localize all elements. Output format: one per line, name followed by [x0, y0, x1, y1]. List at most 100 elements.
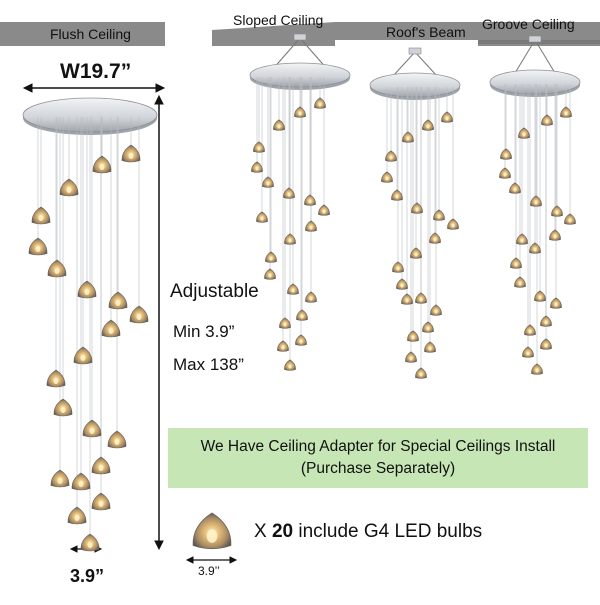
- adjustable-label: Adjustable: [170, 281, 259, 302]
- bulb-glow: [128, 153, 134, 159]
- bulb-glow: [87, 542, 93, 548]
- bulb-glow: [89, 428, 95, 434]
- bulb-glow: [99, 164, 105, 170]
- bulb-glow: [568, 218, 572, 223]
- sloped-ceiling-label: Sloped Ceiling: [233, 12, 324, 28]
- bulb-glow: [268, 273, 272, 278]
- bulb-glow: [80, 355, 86, 361]
- bulb-glow: [534, 200, 538, 205]
- bulb-glow: [66, 187, 72, 193]
- bulb-glow: [283, 322, 287, 327]
- bulb-glow: [504, 153, 508, 158]
- bulb-glow: [433, 237, 437, 242]
- ceiling-plate: [528, 35, 542, 43]
- bulb-glow: [385, 176, 389, 181]
- max-height-label: Max 138”: [173, 355, 244, 374]
- bulb-glow: [309, 225, 313, 230]
- bulb-detail-icon: [192, 512, 232, 550]
- bulb-glow: [544, 343, 548, 348]
- bulb-glow: [415, 207, 419, 212]
- bulb-glow: [553, 234, 557, 239]
- suspension-cable: [414, 51, 438, 77]
- bulb-glow: [84, 289, 90, 295]
- bulb-glow: [409, 356, 413, 361]
- bulb-glow: [291, 288, 295, 293]
- bulb-glow: [437, 214, 441, 219]
- bulb-glow: [564, 111, 568, 116]
- bulb-count-number: 20: [271, 521, 294, 542]
- bulb-glow: [514, 262, 518, 267]
- bulb-glow: [520, 238, 524, 243]
- bulb-glow: [396, 266, 400, 271]
- bulb-glow: [389, 155, 393, 160]
- ceiling-plate: [293, 33, 307, 41]
- bulb-glow: [554, 302, 558, 307]
- bulb-glow: [395, 194, 399, 199]
- bulb-glow: [260, 216, 264, 221]
- bulb-glow: [288, 364, 292, 369]
- bulb-glow: [426, 124, 430, 129]
- bulb-glow: [108, 328, 114, 334]
- bulb-glow: [60, 407, 66, 413]
- bulb-glow: [513, 187, 517, 192]
- bulb-count-prefix: X: [254, 521, 272, 542]
- bulb-glow: [255, 166, 259, 171]
- bulb-glow: [74, 515, 80, 521]
- bulb-glow: [400, 283, 404, 288]
- bulb-glow: [281, 345, 285, 350]
- ceiling-plate: [408, 47, 422, 55]
- canopy-width-label: W19.7”: [60, 60, 132, 83]
- bulb-glow: [405, 298, 409, 303]
- suspension-cable: [392, 51, 416, 77]
- suspension-cable: [514, 39, 536, 74]
- bulb-glow: [428, 346, 432, 351]
- bulb-glow: [434, 309, 438, 314]
- bulb-glow: [544, 320, 548, 325]
- bulb-glow: [533, 247, 537, 252]
- dimension-lines: [22, 83, 238, 564]
- bulb-glow: [445, 116, 449, 121]
- bulb-glow: [308, 199, 312, 204]
- bulb-glow: [555, 210, 559, 215]
- bulb-glow: [535, 368, 539, 373]
- bulb-glow: [287, 192, 291, 197]
- bulb-glow: [503, 172, 507, 177]
- bulb-glow: [419, 372, 423, 377]
- bulb-glow: [114, 439, 120, 445]
- bulb-glow: [299, 339, 303, 344]
- bulb-glow: [53, 378, 59, 384]
- bulb-glow: [269, 256, 273, 261]
- bulb-count-suffix: include G4 LED bulbs: [293, 521, 483, 542]
- bulb-glow: [115, 300, 121, 306]
- bulb-count-text: X 20 include G4 LED bulbs: [254, 521, 482, 543]
- flush-ceiling: [0, 22, 165, 46]
- bulb-glow: [277, 124, 281, 129]
- groove-ceiling-label: Groove Ceiling: [482, 16, 575, 32]
- bulb-glow: [257, 146, 261, 151]
- bulb-glow: [406, 136, 410, 141]
- flush-ceiling-label: Flush Ceiling: [50, 26, 131, 42]
- adapter-note-banner: We Have Ceiling Adapter for Special Ceil…: [168, 428, 588, 488]
- bulb-glow: [300, 314, 304, 319]
- bulb-glow: [78, 481, 84, 487]
- roof-beam-label: Roof's Beam: [386, 24, 466, 40]
- bulb-glow: [545, 119, 549, 124]
- min-height-label: Min 3.9”: [173, 322, 235, 341]
- bulb-glow: [54, 268, 60, 274]
- bulb-glow: [426, 326, 430, 331]
- adapter-note-line1: We Have Ceiling Adapter for Special Ceil…: [200, 438, 556, 455]
- adapter-note-line2: (Purchase Separately): [300, 460, 456, 477]
- bulb-glow: [318, 102, 322, 107]
- suspension-cable: [534, 39, 556, 74]
- bulb-glow: [136, 314, 142, 320]
- bulb-glow: [298, 111, 302, 116]
- bulb-glow: [98, 465, 104, 471]
- bulb-glow: [38, 215, 44, 221]
- bulb-glow: [309, 296, 313, 301]
- bulb-width-label: 3.9’’: [198, 564, 220, 578]
- bulb-glow: [518, 281, 522, 286]
- bulb-glow: [451, 223, 455, 228]
- bulb-glow: [526, 351, 530, 356]
